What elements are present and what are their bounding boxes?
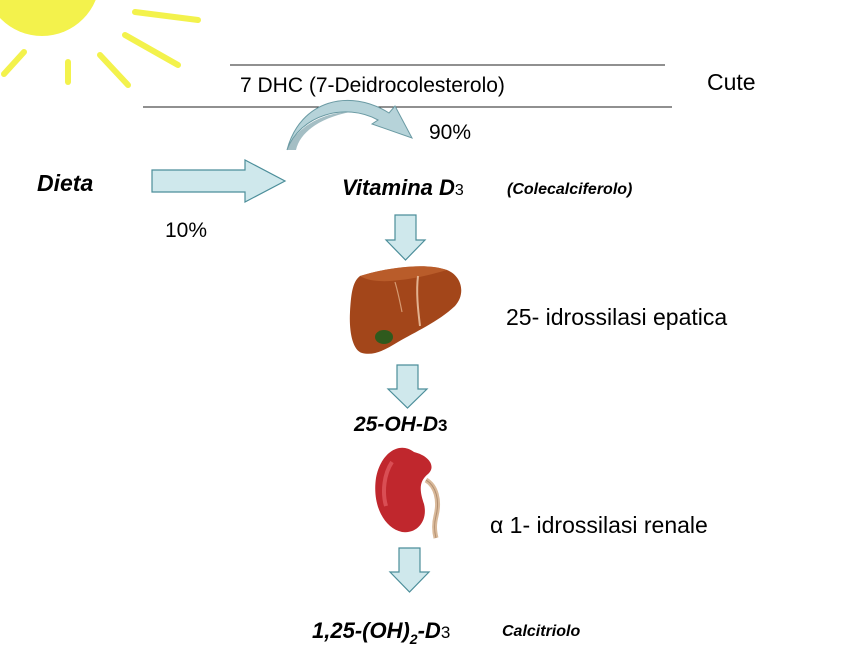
- vitamin-d3-label: Vitamina D3: [342, 175, 464, 201]
- down-arrow-icon: [384, 214, 427, 261]
- sun-ray: [97, 52, 131, 88]
- calcitriol-formula-part-b: -D: [417, 618, 441, 643]
- kidney-enzyme-label: α 1- idrossilasi renale: [490, 512, 708, 538]
- liver-enzyme-label: 25- idrossilasi epatica: [506, 304, 728, 330]
- vitamin-d3-name: Vitamina D: [342, 175, 455, 200]
- vitamin-d3-synonym: (Colecalciferolo): [507, 181, 633, 198]
- sun-ray: [132, 9, 201, 23]
- sun-ray: [122, 32, 181, 68]
- vitamin-d3-subscript: 3: [454, 182, 464, 199]
- diet-percent-label: 10%: [165, 219, 208, 242]
- skin-percent-label: 90%: [429, 121, 472, 144]
- calcidiol-label: 25-OH-D3: [354, 413, 447, 437]
- sun-disc: [0, 0, 96, 36]
- calcitriol-formula-part-a: 1,25-(OH): [312, 618, 410, 643]
- sun-ray: [1, 49, 27, 77]
- down-arrow-icon: [388, 547, 431, 593]
- diet-label: Dieta: [37, 170, 94, 196]
- diet-arrow-icon: [151, 159, 287, 203]
- liver-icon: [349, 266, 462, 354]
- sun-icon: [0, 0, 201, 88]
- kidney-icon: [375, 447, 441, 539]
- calcidiol-subscript: 3: [438, 416, 448, 435]
- skin-label: Cute: [707, 69, 756, 95]
- skin-precursor-label: 7 DHC (7-Deidrocolesterolo): [240, 74, 505, 97]
- down-arrow-icon: [386, 364, 429, 409]
- calcitriol-formula-subscript-3: 3: [440, 623, 451, 642]
- calcitriol-name: Calcitriolo: [502, 623, 581, 640]
- calcidiol-name: 25-OH-D: [354, 413, 439, 436]
- calcitriol-formula-subscript-2: 2: [409, 631, 418, 647]
- curved-arrow-icon: [286, 99, 414, 151]
- calcitriol-formula: 1,25-(OH)2-D3: [312, 618, 451, 647]
